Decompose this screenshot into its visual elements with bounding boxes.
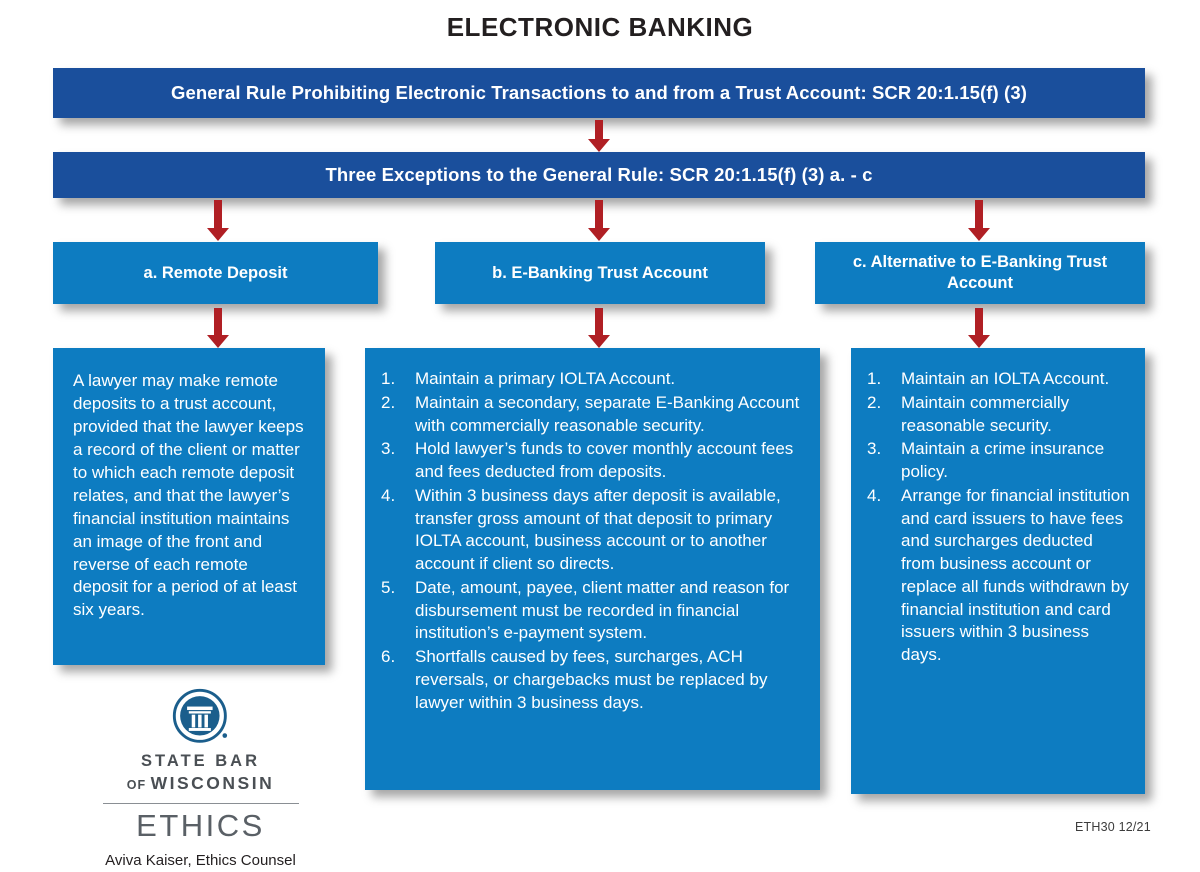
list-item-text: Date, amount, payee, client matter and r… (415, 577, 790, 643)
list-item-number: 5. (381, 577, 396, 597)
list-item-number: 4. (867, 485, 882, 505)
branch-head-c: c. Alternative to E-Banking Trust Accoun… (815, 242, 1145, 304)
footer-brand-block: STATE BAR OF WISCONSIN ETHICS Aviva Kais… (63, 688, 338, 869)
content-a-paragraph: A lawyer may make remote deposits to a t… (73, 371, 304, 620)
list-item-number: 3. (381, 439, 396, 459)
arrow-branch-b-to-content (588, 308, 610, 348)
publication-code: ETH30 12/21 (1075, 820, 1151, 834)
branch-head-a-label: a. Remote Deposit (143, 263, 288, 282)
arrow-exceptions-to-branch-b (588, 200, 610, 242)
list-item-text: Maintain an IOLTA Account. (901, 369, 1110, 388)
list-item: 3. Maintain a crime insurance policy. (867, 438, 1131, 484)
arrow-exceptions-to-branch-a (207, 200, 229, 242)
branch-head-a: a. Remote Deposit (53, 242, 378, 304)
banner-three-exceptions-label: Three Exceptions to the General Rule: SC… (325, 164, 873, 185)
brand-wisconsin-word: WISCONSIN (150, 773, 275, 793)
list-item: 2. Maintain commercially reasonable secur… (867, 392, 1131, 438)
list-item-number: 4. (381, 485, 396, 505)
content-box-b: 1. Maintain a primary IOLTA Account. 2. Ma… (365, 348, 820, 790)
arrow-branch-a-to-content (207, 308, 229, 348)
arrow-general-to-exceptions (588, 120, 610, 152)
list-item-text: Within 3 business days after deposit is … (415, 485, 781, 574)
list-item-number: 6. (381, 647, 396, 667)
brand-of-wisconsin: OF WISCONSIN (63, 773, 338, 794)
state-bar-seal-icon (172, 688, 227, 743)
content-box-c: 1. Maintain an IOLTA Account. 2. Maintain … (851, 348, 1145, 794)
list-item-text: Maintain a primary IOLTA Account. (415, 369, 676, 388)
content-b-list: 1. Maintain a primary IOLTA Account. 2. Ma… (365, 348, 820, 731)
list-item: 4. Arrange for financial institution and … (867, 485, 1131, 667)
list-item-number: 2. (381, 392, 396, 412)
branch-head-b: b. E-Banking Trust Account (435, 242, 765, 304)
list-item-text: Arrange for financial institution and ca… (901, 485, 1130, 665)
content-c-list: 1. Maintain an IOLTA Account. 2. Maintain … (851, 348, 1145, 684)
list-item: 1. Maintain an IOLTA Account. (867, 368, 1131, 391)
list-item-text: Shortfalls caused by fees, surcharges, A… (415, 647, 768, 712)
list-item: 1. Maintain a primary IOLTA Account. (381, 368, 806, 391)
brand-divider (102, 803, 299, 804)
list-item-number: 2. (867, 392, 882, 412)
arrow-branch-c-to-content (968, 308, 990, 348)
list-item-text: Maintain a crime insurance policy. (901, 439, 1105, 482)
list-item-number: 3. (867, 439, 882, 459)
brand-counsel: Aviva Kaiser, Ethics Counsel (105, 852, 296, 869)
banner-general-rule-label: General Rule Prohibiting Electronic Tran… (171, 82, 1027, 103)
branch-head-c-label: c. Alternative to E-Banking Trust Accoun… (852, 253, 1108, 292)
list-item: 5. Date, amount, payee, client matter and… (381, 577, 806, 645)
page-title: ELECTRONIC BANKING (446, 12, 754, 42)
list-item: 4. Within 3 business days after deposit i… (381, 485, 806, 576)
content-box-a: A lawyer may make remote deposits to a t… (53, 348, 325, 665)
branch-head-b-label: b. E-Banking Trust Account (492, 263, 708, 282)
list-item: 3. Hold lawyer’s funds to cover monthly a… (381, 438, 806, 484)
arrow-exceptions-to-branch-c (968, 200, 990, 242)
list-item: 6. Shortfalls caused by fees, surcharges,… (381, 646, 806, 714)
banner-three-exceptions: Three Exceptions to the General Rule: SC… (53, 152, 1145, 198)
list-item-text: Maintain a secondary, separate E-Banking… (415, 392, 800, 435)
list-item-text: Hold lawyer’s funds to cover monthly acc… (415, 439, 794, 482)
list-item: 2. Maintain a secondary, separate E-Banki… (381, 392, 806, 438)
list-item-number: 1. (381, 369, 396, 388)
brand-ethics: ETHICS (136, 808, 265, 843)
list-item-text: Maintain commercially reasonable securit… (901, 392, 1070, 435)
brand-state-bar: STATE BAR (141, 752, 260, 770)
list-item-number: 1. (867, 369, 882, 388)
banner-general-rule: General Rule Prohibiting Electronic Tran… (53, 68, 1145, 118)
brand-of-word: OF (126, 778, 151, 792)
